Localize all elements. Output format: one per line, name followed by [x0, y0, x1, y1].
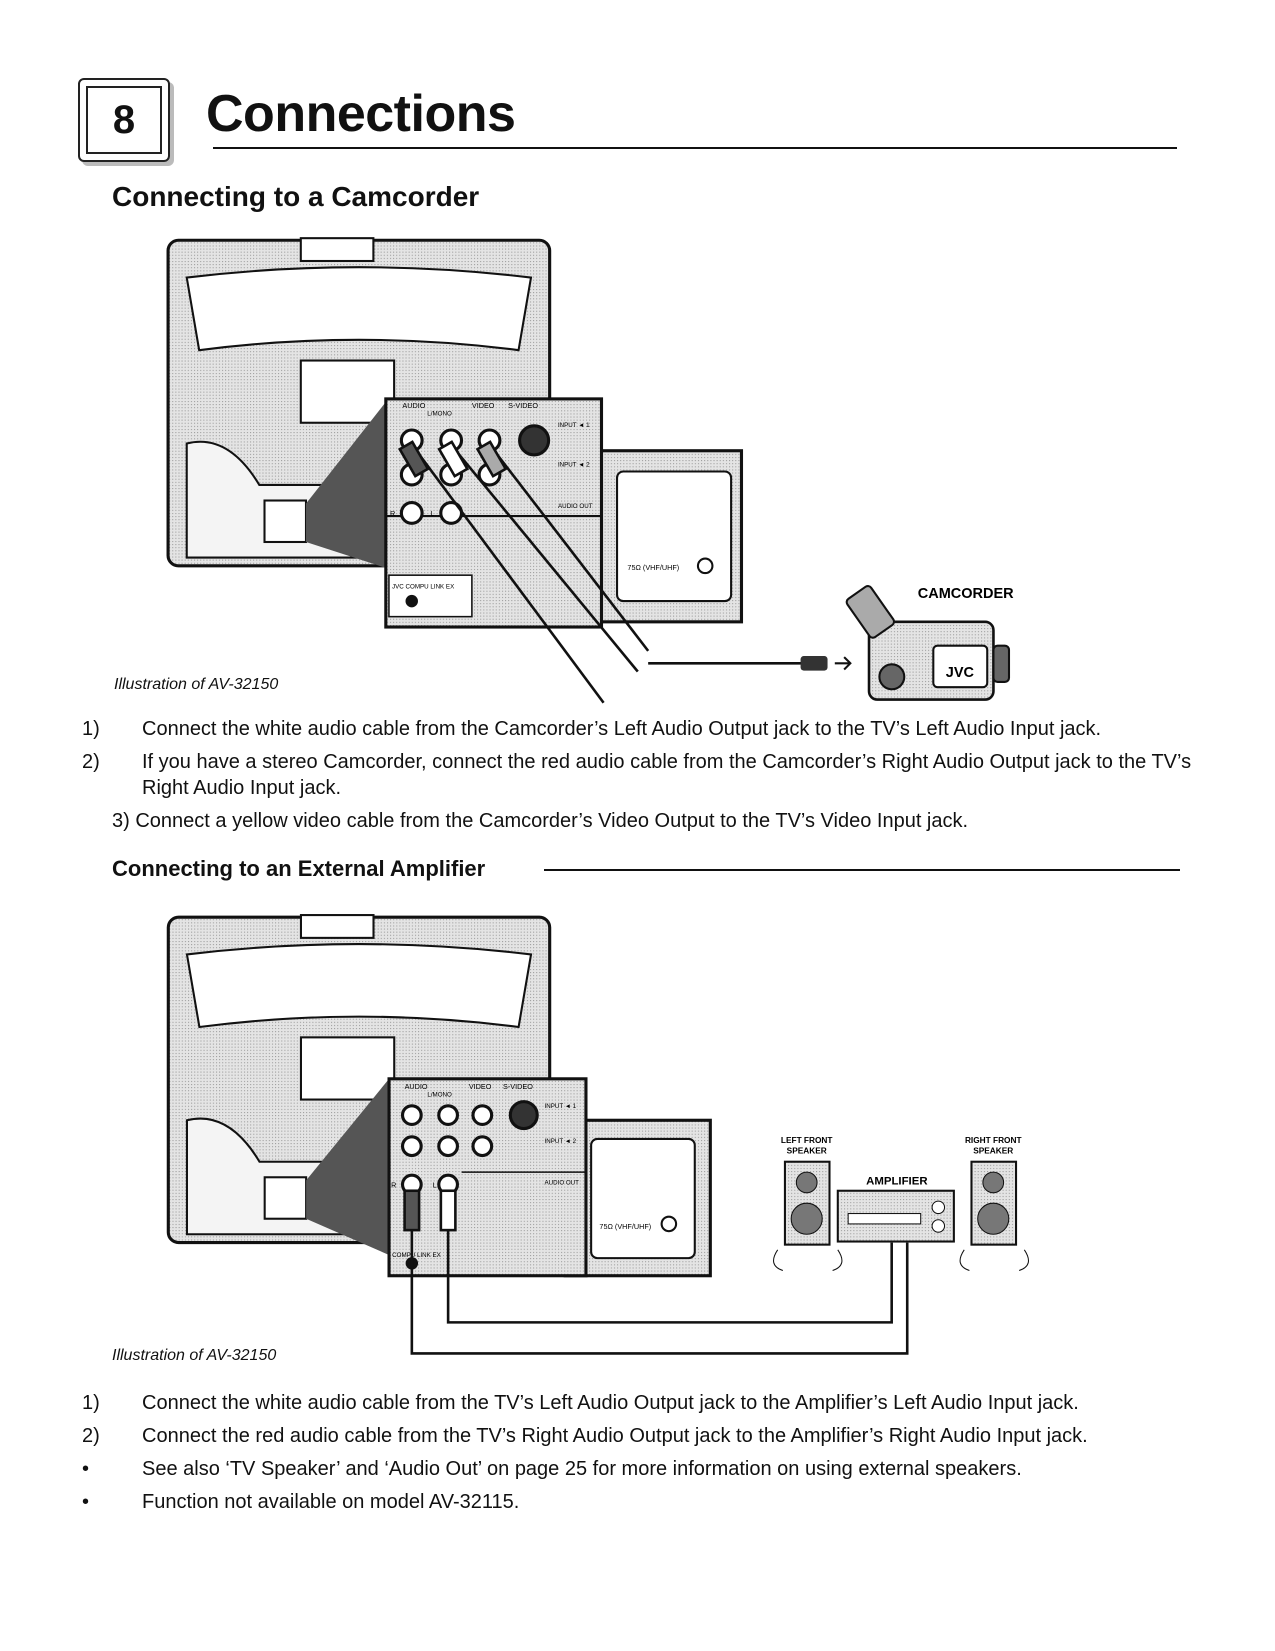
- svg-text:L: L: [430, 509, 434, 518]
- av-output-panel: AUDIO L/MONO VIDEO S-VIDEO INPUT ◄ 1 INP…: [387, 1077, 588, 1278]
- svg-text:AUDIO OUT: AUDIO OUT: [545, 1180, 580, 1187]
- step-item: 1)Connect the white audio cable from the…: [82, 1392, 1079, 1414]
- amplifier-connection-illustration: 75Ω (VHF/UHF) AUDIO L/MONO VIDEO S-VIDEO…: [166, 914, 1029, 1355]
- right-front-speaker: RIGHT FRONT SPEAKER: [959, 1135, 1029, 1272]
- svg-text:SPEAKER: SPEAKER: [787, 1145, 827, 1155]
- svg-text:INPUT ◄ 2: INPUT ◄ 2: [558, 461, 590, 468]
- svg-text:S-VIDEO: S-VIDEO: [503, 1082, 533, 1091]
- svg-text:L/MONO: L/MONO: [427, 1091, 452, 1098]
- audio-cables: [403, 1189, 909, 1355]
- svg-text:VIDEO: VIDEO: [469, 1082, 492, 1091]
- av-cables: [397, 440, 804, 704]
- title-rule: [213, 147, 1177, 149]
- svg-text:JVC: JVC: [946, 665, 975, 681]
- bullet-item: •Function not available on model AV-3211…: [82, 1491, 520, 1513]
- svg-text:75Ω (VHF/UHF): 75Ω (VHF/UHF): [599, 1222, 651, 1231]
- svg-text:AUDIO: AUDIO: [405, 1082, 428, 1091]
- svg-text:L/MONO: L/MONO: [427, 410, 452, 417]
- amplifier: AMPLIFIER: [836, 1176, 955, 1243]
- chapter-number-box: 8: [78, 78, 170, 162]
- camcorder: JVC CAMCORDER: [800, 585, 1014, 701]
- svg-text:AUDIO: AUDIO: [402, 401, 425, 410]
- step-item: 1)Connect the white audio cable from the…: [82, 718, 1102, 740]
- svg-text:JVC COMPU LINK EX: JVC COMPU LINK EX: [392, 584, 455, 591]
- svg-text:SPEAKER: SPEAKER: [973, 1145, 1013, 1155]
- antenna-panel: 75Ω (VHF/UHF): [563, 1118, 712, 1278]
- svg-text:AUDIO OUT: AUDIO OUT: [558, 503, 593, 510]
- svg-text:INPUT ◄ 1: INPUT ◄ 1: [545, 1103, 577, 1110]
- svg-text:S-VIDEO: S-VIDEO: [508, 401, 538, 410]
- svg-text:INPUT ◄ 2: INPUT ◄ 2: [545, 1138, 577, 1145]
- camcorder-steps: 1)Connect the white audio cable from the…: [82, 716, 1192, 834]
- svg-text:75Ω (VHF/UHF): 75Ω (VHF/UHF): [627, 563, 679, 572]
- bullet-item: •See also ‘TV Speaker’ and ‘Audio Out’ o…: [82, 1458, 1022, 1480]
- step-item: 2)Connect the red audio cable from the T…: [82, 1425, 1088, 1447]
- chapter-number: 8: [86, 86, 162, 154]
- svg-text:R: R: [391, 1181, 396, 1190]
- antenna-panel: 75Ω (VHF/UHF): [584, 449, 744, 624]
- svg-text:INPUT ◄ 1: INPUT ◄ 1: [558, 422, 590, 429]
- figure-caption-amplifier: Illustration of AV-32150: [112, 1347, 277, 1364]
- subheading-rule: [544, 869, 1180, 871]
- svg-text:AMPLIFIER: AMPLIFIER: [866, 1176, 927, 1188]
- step-item: 3) Connect a yellow video cable from the…: [112, 810, 969, 832]
- svg-text:R: R: [390, 509, 395, 518]
- zoom-callout: [305, 402, 386, 568]
- zoom-callout: [306, 1078, 390, 1255]
- left-front-speaker: LEFT FRONT SPEAKER: [773, 1135, 843, 1272]
- section-heading-amplifier: Connecting to an External Amplifier: [112, 856, 496, 882]
- amplifier-steps: 1)Connect the white audio cable from the…: [82, 1390, 1192, 1515]
- svg-text:L: L: [433, 1181, 437, 1190]
- camcorder-connection-illustration: 75Ω (VHF/UHF) AUDIO L/MONO VIDEO S-VIDEO…: [166, 237, 1014, 704]
- svg-text:CAMCORDER: CAMCORDER: [918, 586, 1014, 602]
- figure-caption-camcorder: Illustration of AV-32150: [114, 676, 279, 693]
- step-item: 2)If you have a stereo Camcorder, connec…: [82, 751, 1192, 799]
- svg-text:VIDEO: VIDEO: [472, 401, 495, 410]
- svg-text:RIGHT FRONT: RIGHT FRONT: [965, 1135, 1022, 1145]
- svg-text:LEFT FRONT: LEFT FRONT: [781, 1135, 833, 1145]
- svg-text:COMPU LINK EX: COMPU LINK EX: [392, 1252, 441, 1259]
- page-title: Connections: [206, 85, 516, 143]
- section-heading-camcorder: Connecting to a Camcorder: [112, 181, 480, 212]
- av-input-panel: AUDIO L/MONO VIDEO S-VIDEO INPUT ◄ 1 INP…: [384, 397, 604, 629]
